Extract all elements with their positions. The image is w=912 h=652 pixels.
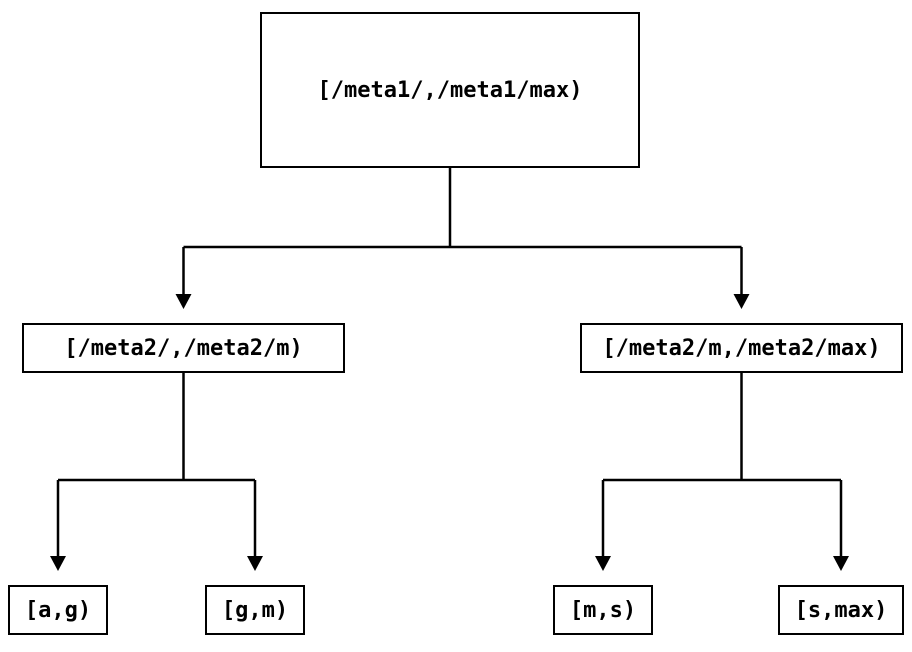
arrowhead-to-right-left [595, 556, 611, 571]
node-left: [/meta2/,/meta2/m) [22, 323, 345, 373]
arrowhead-to-right [733, 294, 750, 309]
arrowhead-to-right-right [833, 556, 849, 571]
node-left-left: [a,g) [8, 585, 108, 635]
node-right: [/meta2/m,/meta2/max) [580, 323, 903, 373]
node-left-right-label: [g,m) [221, 597, 289, 623]
arrowhead-to-left-left [50, 556, 66, 571]
node-root-label: [/meta1/,/meta1/max) [317, 77, 583, 103]
node-right-right-label: [s,max) [794, 597, 888, 623]
node-left-left-label: [a,g) [24, 597, 92, 623]
node-right-right: [s,max) [778, 585, 904, 635]
node-left-right: [g,m) [205, 585, 305, 635]
node-left-label: [/meta2/,/meta2/m) [64, 335, 303, 361]
arrowhead-to-left [175, 294, 192, 309]
node-right-left-label: [m,s) [569, 597, 637, 623]
node-right-label: [/meta2/m,/meta2/max) [602, 335, 881, 361]
arrowhead-to-left-right [247, 556, 263, 571]
node-right-left: [m,s) [553, 585, 653, 635]
node-root: [/meta1/,/meta1/max) [260, 12, 640, 168]
